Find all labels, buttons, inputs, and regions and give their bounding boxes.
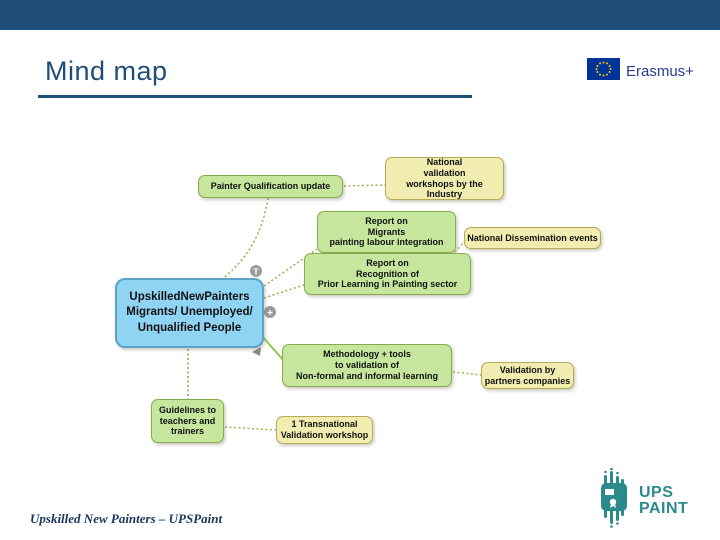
mindmap-node-central: UpskilledNewPainters Migrants/ Unemploye…	[115, 278, 264, 348]
mindmap-node-report-recognition: Report on Recognition of Prior Learning …	[304, 253, 471, 295]
node-add-icon: +	[264, 306, 276, 319]
mindmap-node-methodology-tools: Methodology + tools to validation of Non…	[282, 344, 452, 387]
upspaint-logo-text: UPS PAINT	[639, 484, 689, 517]
mindmap-node-report-migrants: Report on Migrants painting labour integ…	[317, 211, 456, 253]
svg-text:T: T	[253, 267, 259, 277]
erasmus-logo: Erasmus+	[587, 58, 694, 85]
paint-drip-icon	[594, 467, 636, 533]
node-collapse-icon	[252, 347, 261, 356]
mindmap-node-national-dissemination: National Dissemination events	[464, 227, 601, 249]
page-title: Mind map	[45, 56, 168, 86]
mindmap-node-guidelines-teachers: Guidelines to teachers and trainers	[151, 399, 224, 443]
svg-text:+: +	[267, 308, 273, 319]
title-underline	[38, 95, 472, 98]
erasmus-label: Erasmus+	[626, 63, 694, 80]
top-accent-bar	[0, 0, 720, 30]
upspaint-line2: PAINT	[639, 499, 689, 517]
mindmap-node-validation-partners: Validation by partners companies	[481, 362, 574, 389]
mindmap-node-national-validation-workshops: National validation workshops by the Ind…	[385, 157, 504, 200]
node-tag-icon: T	[250, 265, 262, 277]
footer-project-name: Upskilled New Painters – UPSPaint	[30, 511, 223, 526]
upspaint-logo: UPS PAINT	[594, 467, 689, 533]
upspaint-line1: UPS	[639, 484, 674, 502]
mindmap-node-transnational-workshop: 1 Transnational Validation workshop	[276, 416, 373, 444]
eu-flag-icon	[587, 58, 620, 85]
mindmap-node-painter-qualification: Painter Qualification update	[198, 175, 343, 198]
